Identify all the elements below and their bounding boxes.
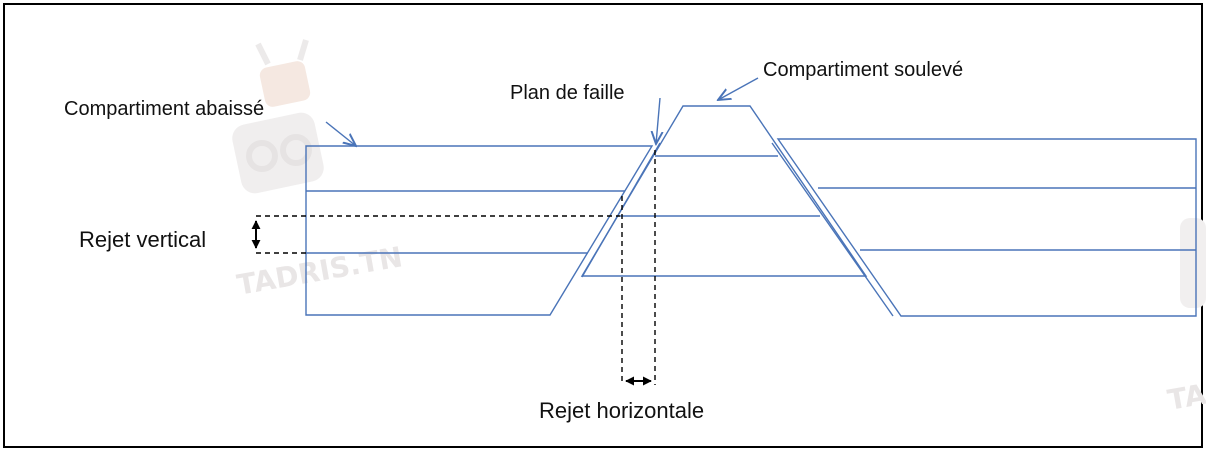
outer-frame <box>3 3 1203 448</box>
watermark-text-right: TA <box>1165 378 1206 417</box>
arrow-compartiment-souleve <box>718 77 759 100</box>
right-block-outline <box>776 138 1197 317</box>
label-rejet-horizontale: Rejet horizontale <box>539 398 704 423</box>
arrow-plan-de-faille <box>656 97 660 144</box>
label-plan-de-faille: Plan de faille <box>510 82 625 104</box>
right-fault-line <box>771 142 894 317</box>
rejet-horizontale-measure <box>621 150 656 386</box>
watermark-text: TADRIS.TN <box>235 240 405 302</box>
watermark-logo-right <box>1180 218 1206 308</box>
label-rejet-vertical: Rejet vertical <box>79 227 206 252</box>
arrow-compartiment-abaisse <box>325 121 356 146</box>
left-block <box>305 145 654 316</box>
watermark-logo <box>232 39 324 194</box>
central-block-outline <box>580 105 868 277</box>
rejet-vertical-measure <box>251 215 620 254</box>
label-compartiment-souleve: Compartiment soulevé <box>763 59 963 81</box>
label-compartiment-abaisse: Compartiment abaissé <box>64 98 264 120</box>
left-block-outline <box>305 145 654 316</box>
central-block <box>580 105 868 277</box>
right-block <box>771 138 1197 317</box>
